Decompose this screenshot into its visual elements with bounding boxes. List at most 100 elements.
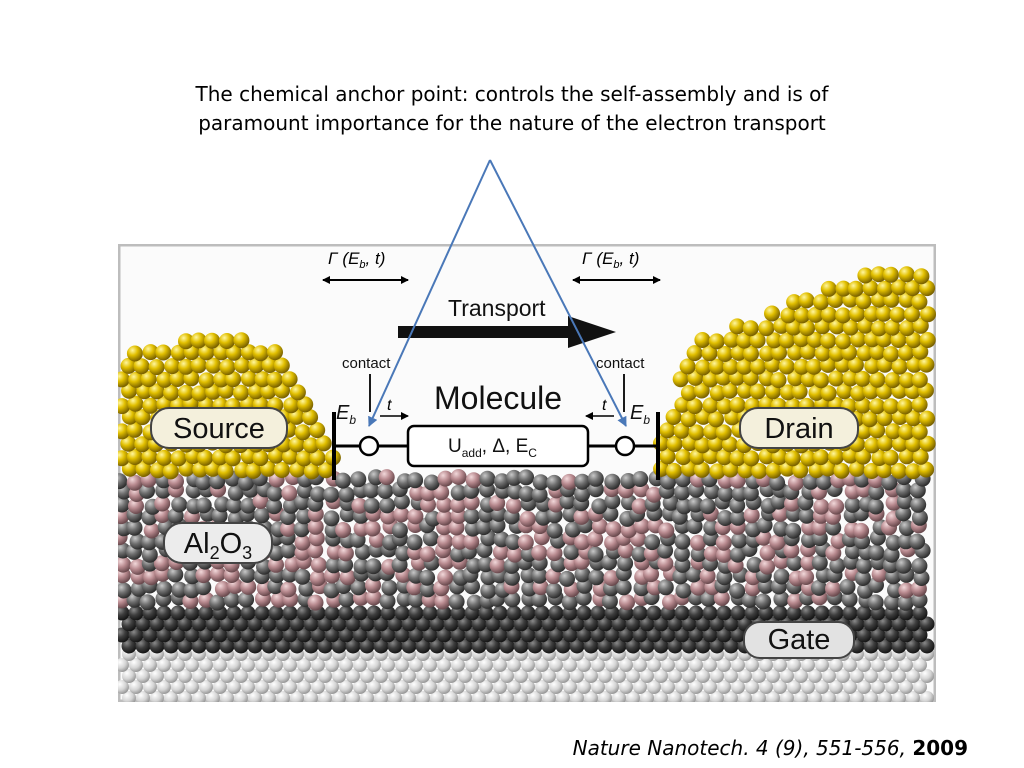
- gold-atom: [882, 449, 899, 466]
- oxide-oxygen-atom: [450, 497, 466, 513]
- oxide-aluminum-atom: [674, 533, 691, 550]
- gold-atom: [723, 331, 740, 348]
- substrate-atom: [780, 669, 794, 683]
- gold-atom: [912, 448, 929, 465]
- gold-atom: [666, 436, 683, 452]
- substrate-atom: [759, 658, 773, 672]
- substrate-atom: [794, 669, 808, 683]
- oxide-oxygen-atom: [209, 565, 226, 582]
- gold-atom: [267, 344, 283, 361]
- oxide-aluminum-atom: [381, 579, 398, 596]
- gold-atom: [743, 345, 759, 362]
- substrate-atom: [234, 669, 248, 683]
- gate-atom: [646, 605, 662, 621]
- substrate-atom: [808, 669, 822, 683]
- gold-atom: [743, 450, 760, 467]
- substrate-atom: [157, 658, 171, 672]
- substrate-atom: [346, 691, 360, 705]
- oxide-oxygen-atom: [339, 569, 356, 586]
- gate-atom: [604, 605, 620, 621]
- oxide-oxygen-atom: [240, 578, 257, 595]
- gate-atom: [373, 616, 389, 632]
- gate-atom: [226, 627, 242, 643]
- oxide-aluminum-atom: [816, 474, 832, 490]
- oxide-aluminum-atom: [506, 469, 522, 486]
- oxide-aluminum-atom: [785, 522, 802, 539]
- gold-atom: [309, 422, 326, 439]
- substrate-atom: [472, 691, 486, 705]
- substrate-atom: [801, 680, 815, 694]
- substrate-atom: [248, 691, 262, 705]
- substrate-atom: [122, 691, 136, 705]
- oxide-oxygen-atom: [420, 496, 436, 513]
- gold-atom: [169, 371, 186, 387]
- substrate-atom: [304, 669, 318, 683]
- gold-atom: [178, 333, 194, 350]
- oxide-oxygen-atom: [154, 495, 171, 512]
- substrate-atom: [241, 680, 255, 694]
- substrate-atom: [892, 691, 906, 705]
- gold-atom: [136, 383, 153, 400]
- gold-atom: [821, 306, 837, 323]
- oxide-oxygen-atom: [280, 581, 297, 598]
- gold-atom: [708, 411, 724, 428]
- substrate-atom: [192, 669, 206, 683]
- oxide-aluminum-atom: [167, 566, 184, 583]
- gold-atom: [294, 424, 311, 441]
- gate-atom: [653, 616, 669, 632]
- gate-atom: [254, 605, 270, 621]
- oxide-aluminum-atom: [559, 493, 576, 510]
- gold-atom: [883, 398, 899, 415]
- gold-atom: [680, 411, 697, 428]
- gold-atom: [234, 357, 251, 374]
- substrate-atom: [654, 691, 668, 705]
- substrate-atom: [612, 669, 626, 683]
- substrate-atom: [409, 658, 423, 672]
- oxide-oxygen-atom: [307, 594, 324, 611]
- gold-atom: [672, 371, 689, 388]
- gold-atom: [224, 450, 241, 467]
- gate-atom: [345, 638, 361, 654]
- gate-atom: [275, 616, 291, 632]
- anchor-point-right: [614, 435, 636, 457]
- substrate-atom: [794, 691, 808, 705]
- substrate-atom: [332, 691, 346, 705]
- gate-atom: [506, 605, 522, 621]
- substrate-atom: [381, 680, 395, 694]
- gate-atom: [114, 605, 130, 621]
- gold-atom: [309, 449, 326, 466]
- substrate-atom: [549, 658, 563, 672]
- gate-atom: [611, 638, 627, 654]
- oxide-oxygen-atom: [657, 555, 674, 572]
- gold-atom: [695, 359, 712, 376]
- oxide-aluminum-atom: [463, 508, 480, 525]
- substrate-atom: [213, 658, 227, 672]
- gold-atom: [680, 385, 697, 401]
- oxide-aluminum-atom: [588, 569, 605, 586]
- gate-atom: [149, 616, 165, 632]
- gold-atom: [716, 398, 733, 415]
- gold-atom: [758, 370, 775, 387]
- oxide-oxygen-atom: [531, 544, 548, 561]
- gold-atom: [828, 448, 844, 465]
- gold-atom: [898, 448, 915, 465]
- gate-atom: [723, 616, 739, 632]
- gold-atom: [919, 332, 936, 348]
- substrate-atom: [220, 669, 234, 683]
- gold-atom: [798, 292, 815, 309]
- gold-atom: [814, 345, 831, 362]
- oxide-aluminum-atom: [504, 569, 520, 586]
- gate-atom: [464, 627, 480, 643]
- oxide-aluminum-atom: [448, 593, 465, 610]
- gold-atom: [190, 357, 207, 374]
- gate-atom: [919, 616, 935, 632]
- gold-atom: [213, 371, 230, 388]
- oxide-oxygen-atom: [307, 542, 324, 559]
- gold-atom: [899, 372, 916, 389]
- gold-atom: [889, 306, 906, 323]
- gate-atom: [590, 627, 606, 643]
- oxide-oxygen-atom: [113, 508, 130, 525]
- gold-atom: [849, 306, 866, 322]
- gold-atom: [883, 346, 899, 363]
- gate-atom: [555, 638, 571, 654]
